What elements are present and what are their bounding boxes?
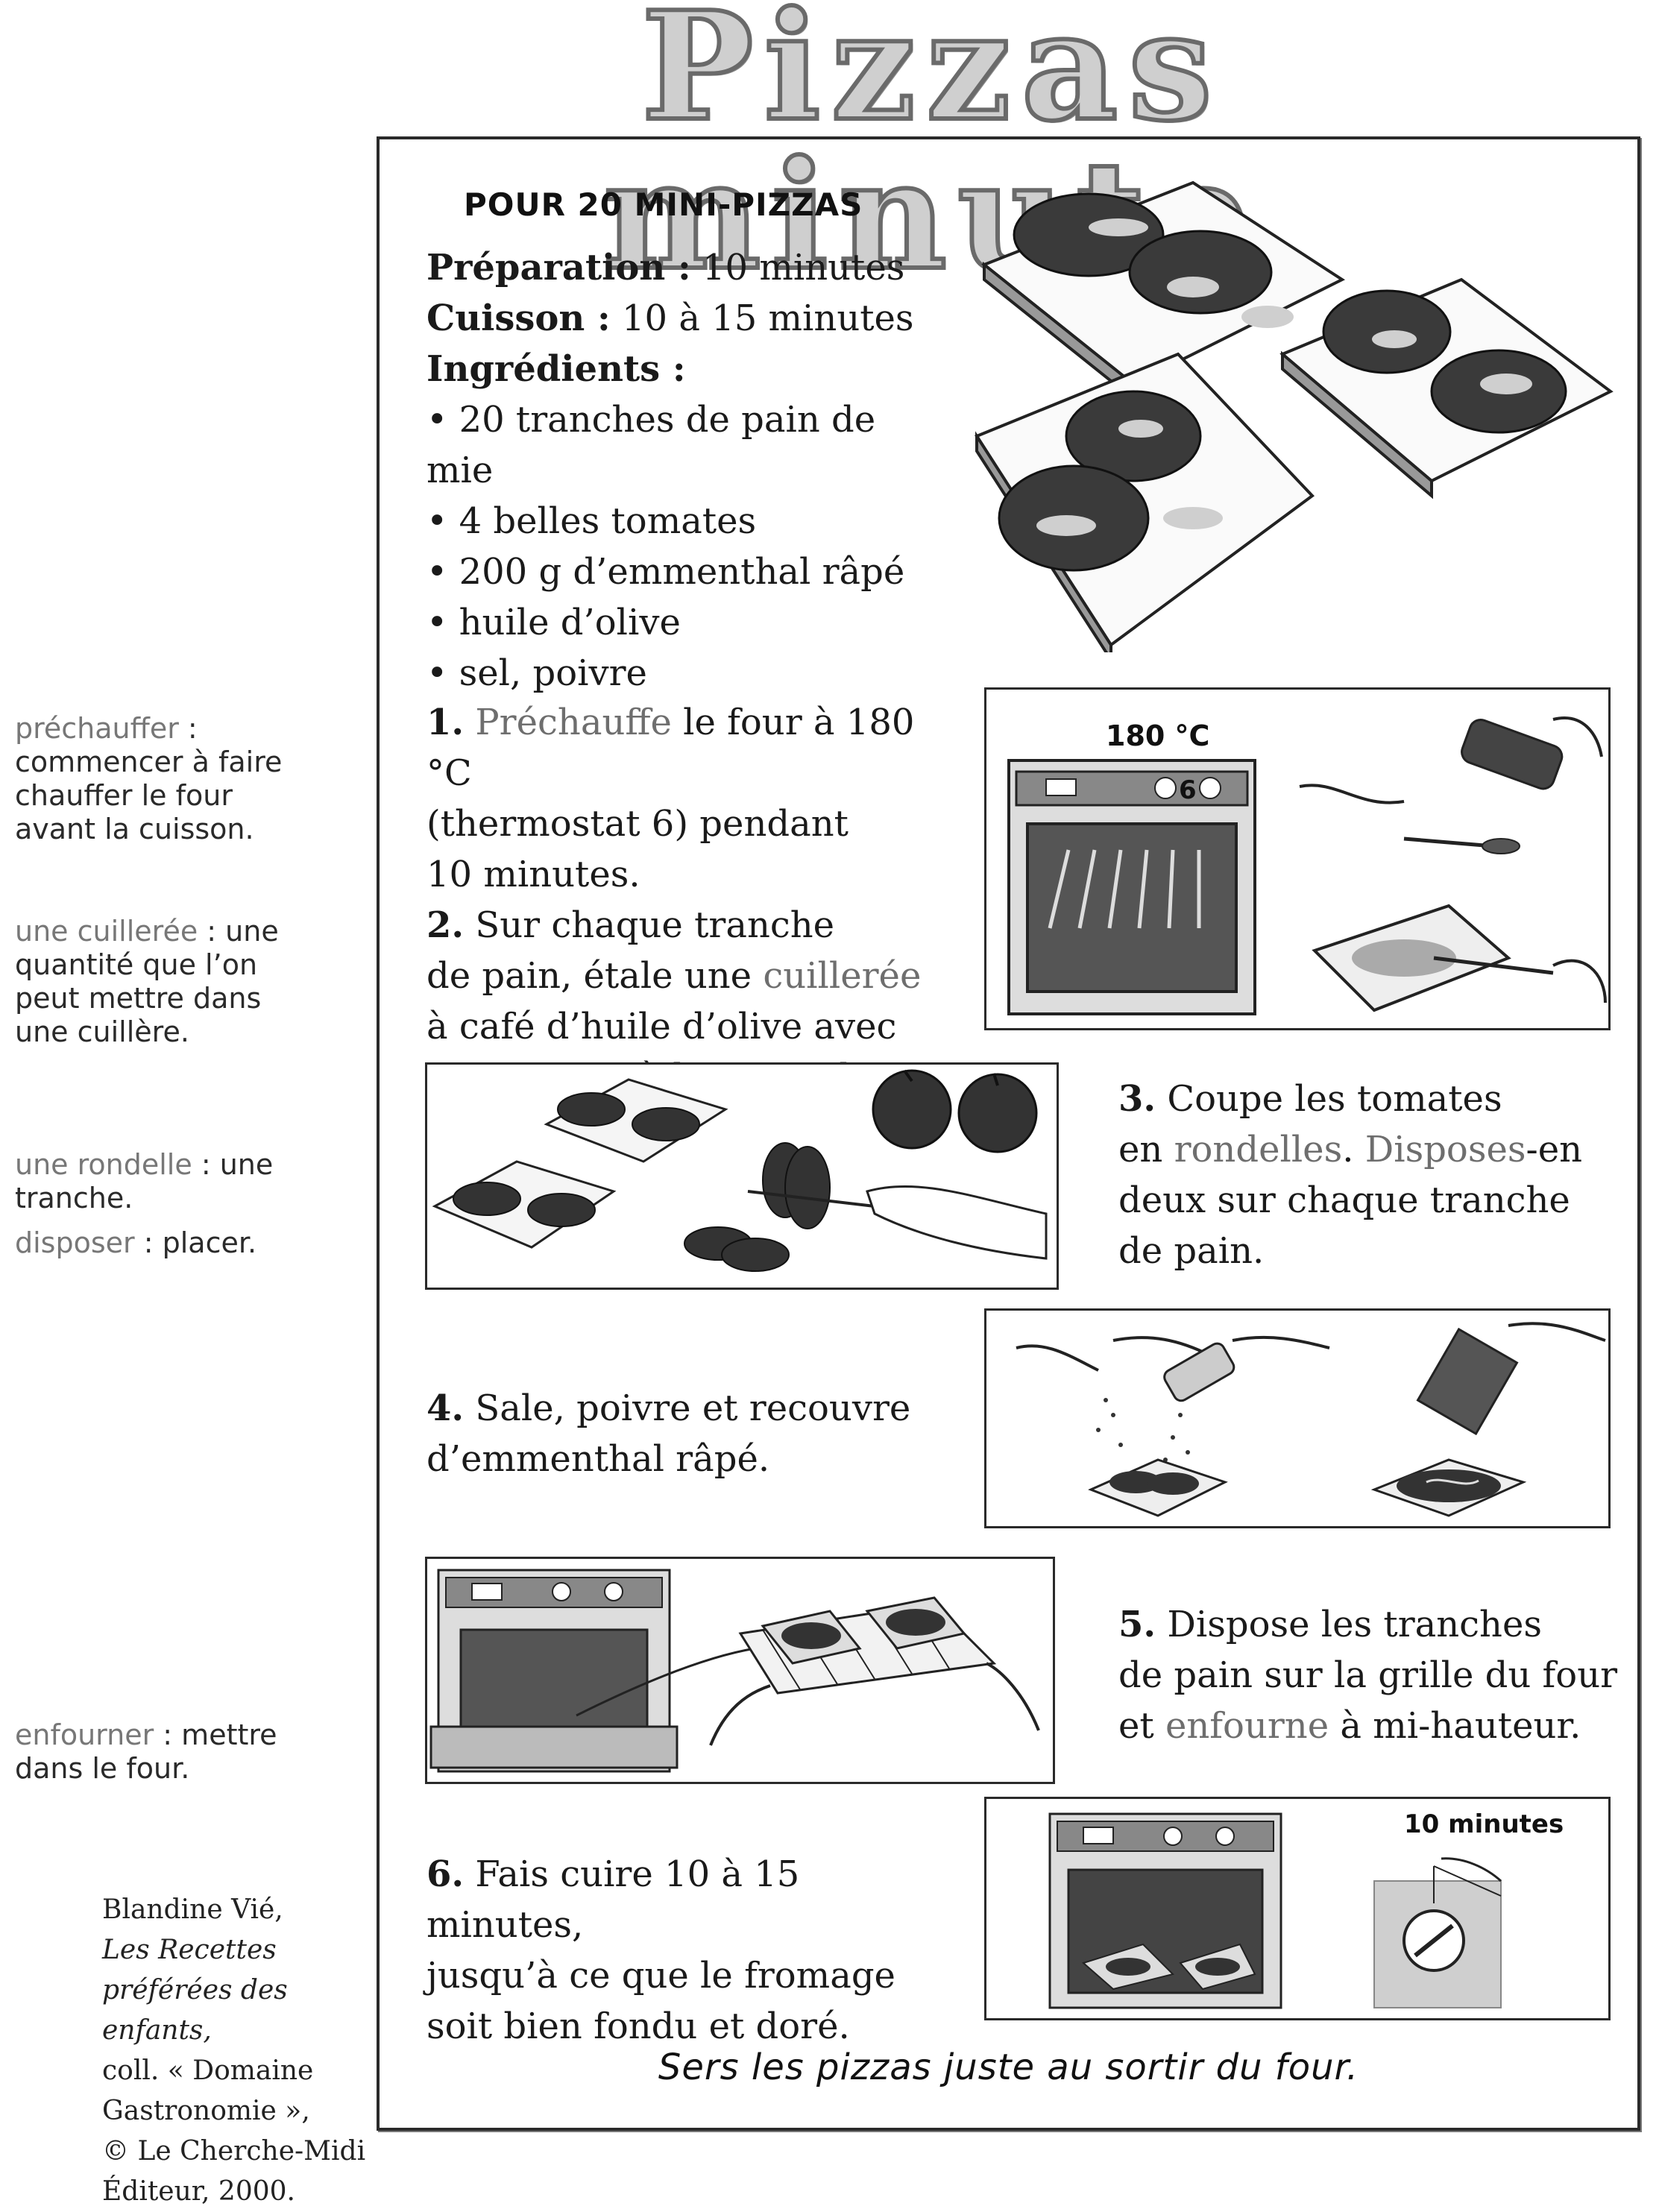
step-text: Coupe les tomates: [1156, 1078, 1502, 1120]
step-keyword: Disposes: [1364, 1129, 1526, 1170]
glossary-def: : une tranche.: [15, 1148, 274, 1214]
glossary-def: : une quantité que l’on peut mettre dans…: [15, 915, 279, 1048]
glossary-term: enfourner: [15, 1718, 154, 1751]
glossary-term: une rondelle: [15, 1148, 192, 1181]
step-text: Sur chaque tranche: [464, 904, 835, 946]
step-keyword: enfourne: [1165, 1705, 1329, 1747]
glossary-spoonful: une cuillerée : une quantité que l’on pe…: [15, 915, 298, 1049]
recipe-frame: [377, 136, 1640, 2131]
step-number: 2.: [426, 904, 465, 946]
step-1-2: 1. Préchauffe le four à 180 °C (thermost…: [426, 697, 963, 1103]
step-text: de pain.: [1118, 1230, 1265, 1272]
step-text: Sale, poivre et recouvre: [464, 1387, 911, 1429]
step-4: 4. Sale, poivre et recouvre d’emmenthal …: [426, 1383, 948, 1484]
glossary-def: : placer.: [134, 1226, 257, 1259]
servings-heading: POUR 20 MINI-PIZZAS: [464, 186, 863, 223]
step-text: 10 minutes.: [426, 854, 640, 895]
step-3: 3. Coupe les tomates en rondelles. Dispo…: [1118, 1074, 1625, 1276]
step-text: -en: [1526, 1129, 1583, 1170]
oven-rack-illustration: [425, 1557, 1055, 1784]
step-text: et: [1118, 1705, 1165, 1747]
step-text: .: [1342, 1129, 1365, 1170]
pizza-illustration: [969, 168, 1625, 652]
step-text: en: [1118, 1129, 1174, 1170]
credit-publisher: © Le Cherche-Midi Éditeur, 2000.: [102, 2136, 366, 2207]
step-number: 4.: [426, 1387, 465, 1429]
step-keyword: cuillerée: [763, 955, 922, 997]
oven-temp-label: 180 °C: [1106, 719, 1209, 752]
credit-author: Blandine Vié,: [102, 1894, 283, 1925]
step-text: de pain sur la grille du four: [1118, 1654, 1618, 1696]
step-text: de pain, étale une: [426, 955, 764, 997]
timer-label: 10 minutes: [1404, 1809, 1564, 1839]
source-credit: Blandine Vié, Les Recettes préférées des…: [102, 1890, 371, 2212]
step-text: (thermostat 6) pendant: [426, 803, 849, 845]
step-text: à mi-hauteur.: [1329, 1705, 1581, 1747]
glossary-def: : mettre dans le four.: [15, 1718, 277, 1785]
step-text: d’emmenthal râpé.: [426, 1438, 770, 1480]
glossary-slice: une rondelle : une tranche.: [15, 1148, 298, 1215]
ingredient-item: • 4 belles tomates: [426, 500, 757, 542]
credit-collection: coll. « Domaine Gastronomie »,: [102, 2055, 314, 2126]
step-number: 3.: [1118, 1078, 1156, 1120]
glossary-bake: enfourner : mettre dans le four.: [15, 1718, 298, 1786]
oven-dial-label: 6: [1179, 775, 1197, 805]
serving-tip: Sers les pizzas juste au sortir du four.: [658, 2046, 1359, 2088]
step-text: Dispose les tranches: [1156, 1604, 1543, 1645]
step-5: 5. Dispose les tranches de pain sur la g…: [1118, 1599, 1625, 1751]
step-keyword: rondelles: [1174, 1129, 1343, 1170]
step-6: 6. Fais cuire 10 à 15 minutes, jusqu’à c…: [426, 1849, 963, 2052]
credit-book: Les Recettes préférées des enfants,: [102, 1935, 288, 2046]
ingredient-item: • huile d’olive: [426, 602, 681, 643]
baking-timer-illustration: 10 minutes: [984, 1797, 1611, 2020]
cook-value: 10 à 15 minutes: [610, 297, 914, 339]
tomato-slicing-illustration: [425, 1062, 1059, 1290]
step-number: 6.: [426, 1853, 465, 1895]
step-text: Fais cuire 10 à 15 minutes,: [426, 1853, 800, 1946]
ingredients-label: Ingrédients :: [426, 348, 686, 390]
glossary-def: : commencer à faire chauffer le four ava…: [15, 712, 283, 845]
step-keyword: Préchauffe: [475, 702, 672, 743]
oven-oil-illustration: 180 °C 6: [984, 687, 1611, 1030]
glossary-place: disposer : placer.: [15, 1226, 298, 1260]
step-text: jusqu’à ce que le fromage: [426, 1955, 895, 1997]
glossary-term: préchauffer: [15, 712, 179, 745]
ingredient-item: • 20 tranches de pain de mie: [426, 399, 876, 491]
ingredient-item: • 200 g d’emmenthal râpé: [426, 551, 905, 593]
recipe-info: Préparation : 10 minutes Cuisson : 10 à …: [426, 242, 948, 699]
glossary-term: une cuillerée: [15, 915, 198, 948]
ingredient-item: • sel, poivre: [426, 652, 647, 694]
glossary-preheat: préchauffer : commencer à faire chauffer…: [15, 712, 298, 846]
cook-label: Cuisson :: [426, 297, 611, 339]
step-text: le four à 180 °C: [426, 702, 915, 794]
glossary-term: disposer: [15, 1226, 135, 1259]
step-text: soit bien fondu et doré.: [426, 2005, 850, 2047]
prep-value: 10 minutes: [690, 247, 905, 289]
step-text: deux sur chaque tranche: [1118, 1179, 1570, 1221]
seasoning-illustration: [984, 1308, 1611, 1528]
step-number: 5.: [1118, 1604, 1156, 1645]
step-text: à café d’huile d’olive avec: [426, 1006, 897, 1047]
prep-label: Préparation :: [426, 247, 691, 289]
step-number: 1.: [426, 702, 465, 743]
